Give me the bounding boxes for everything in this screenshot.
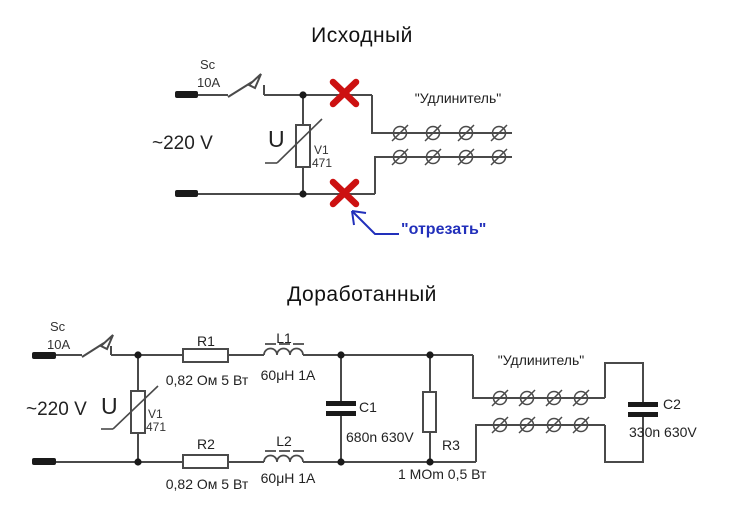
junction-dot <box>337 458 345 466</box>
r2-value-label: 0,82 Ом 5 Вт <box>165 476 249 492</box>
varistor-value-label: 471 <box>312 156 333 170</box>
outlet-row <box>491 389 590 407</box>
c1-value-label: 680n 630V <box>346 429 414 445</box>
varistor-u-label: U <box>268 126 285 152</box>
varistor-value-label: 471 <box>146 420 167 434</box>
outlet-icon <box>572 416 590 434</box>
resistor-icon <box>182 454 229 469</box>
l2-name-label: L2 <box>276 433 292 449</box>
cut-note-arrow-icon <box>351 210 399 235</box>
junction-dot <box>426 351 434 359</box>
junction-dot <box>299 91 307 99</box>
outlet-icon <box>572 389 590 407</box>
outlet-icon <box>490 124 508 142</box>
switch-rating-label: 10A <box>47 337 71 352</box>
resistor-icon <box>422 355 437 462</box>
cut-note-label: "отрезать" <box>401 221 487 238</box>
outlet-icon <box>457 124 475 142</box>
terminal-icon <box>32 458 56 465</box>
voltage-label: ~220 V <box>26 399 87 420</box>
outlet-icon <box>457 148 475 166</box>
original-title: Исходный <box>311 24 413 47</box>
c1-name-label: C1 <box>359 399 377 415</box>
outlet-icon <box>424 148 442 166</box>
capacitor-icon <box>604 362 658 463</box>
switch-name-label: Sc <box>200 57 216 72</box>
outlet-icon <box>545 389 563 407</box>
cut-x-icon <box>329 78 360 108</box>
modified-title: Доработанный <box>287 283 437 306</box>
r1-name-label: R1 <box>197 333 215 349</box>
capacitor-icon <box>326 355 356 462</box>
junction-dot <box>134 458 142 466</box>
outlet-icon <box>424 124 442 142</box>
inductor-icon <box>263 343 304 356</box>
r1-value-label: 0,82 Ом 5 Вт <box>165 372 249 388</box>
l1-name-label: L1 <box>276 330 292 346</box>
varistor-icon <box>101 355 159 462</box>
switch-rating-label: 10A <box>197 75 221 90</box>
varistor-u-label: U <box>101 393 118 419</box>
r2-name-label: R2 <box>197 436 215 452</box>
varistor-name-label: V1 <box>148 407 163 421</box>
switch-icon <box>56 334 114 358</box>
c2-value-label: 330n 630V <box>629 424 697 440</box>
outlet-row <box>391 124 508 142</box>
outlet-icon <box>391 124 409 142</box>
varistor-icon <box>265 95 323 194</box>
outlet-icon <box>518 416 536 434</box>
terminal-icon <box>175 91 198 98</box>
l1-value-label: 60μH 1A <box>260 367 316 383</box>
extension-label: "Удлинитель" <box>414 90 502 106</box>
wire <box>475 424 605 462</box>
l2-value-label: 60μH 1A <box>260 470 316 486</box>
outlet-row <box>391 148 508 166</box>
switch-name-label: Sc <box>50 319 66 334</box>
terminal-icon <box>175 190 198 197</box>
original-circuit <box>175 73 512 235</box>
varistor-name-label: V1 <box>314 143 329 157</box>
junction-dot <box>299 190 307 198</box>
outlet-icon <box>491 416 509 434</box>
outlet-row <box>491 416 590 434</box>
r3-value-label: 1 MOm 0,5 Вт <box>398 466 487 482</box>
junction-dot <box>337 351 345 359</box>
junction-dot <box>426 458 434 466</box>
extension-label: "Удлинитель" <box>497 352 585 368</box>
outlet-icon <box>391 148 409 166</box>
outlet-icon <box>518 389 536 407</box>
junction-dot <box>134 351 142 359</box>
c2-name-label: C2 <box>663 396 681 412</box>
voltage-label: ~220 V <box>152 133 213 154</box>
switch-icon <box>198 73 265 98</box>
outlet-icon <box>490 148 508 166</box>
r3-name-label: R3 <box>442 437 460 453</box>
inductor-icon <box>263 450 304 463</box>
terminal-icon <box>32 352 56 359</box>
outlet-icon <box>491 389 509 407</box>
outlet-icon <box>545 416 563 434</box>
modified-circuit <box>32 334 658 469</box>
resistor-icon <box>182 348 229 363</box>
cut-x-icon <box>329 178 360 208</box>
